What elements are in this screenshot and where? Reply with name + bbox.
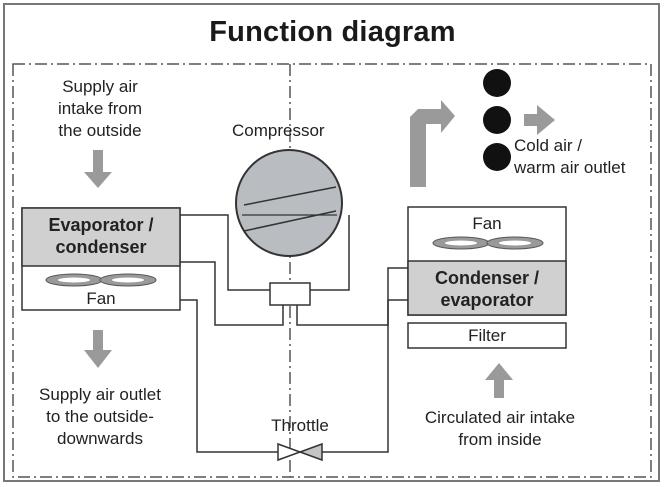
fan-icon [432,236,544,250]
compressor-icon [235,149,343,257]
circulated-air-intake-label: Circulated air intake from inside [424,408,576,449]
filter-box [407,322,567,349]
air-outlet-vent [483,69,511,171]
condenser-evaporator-unit [407,206,567,349]
air-outlet-label: Cold air / warm air outlet [514,136,626,177]
throttle-label: Throttle [271,416,329,435]
arrow-up-right-icon [410,100,455,187]
refrigerant-lines [180,214,408,453]
arrow-right-icon [524,105,555,135]
diagram-title: Function diagram [209,16,456,48]
arrow-up-icon [485,363,513,398]
diagram-frame [3,3,660,482]
supply-air-outlet-label: Supply air outlet to the outside- downwa… [39,385,161,448]
supply-air-intake-label: Supply air intake from the outside [57,77,143,140]
arrow-down-icon [84,330,112,368]
filter-label: Filter [468,326,506,345]
fan-icon [45,273,157,287]
fan-left-label: Fan [86,289,116,308]
condenser-evaporator-label: Condenser / evaporator [434,268,540,310]
fan-right-label: Fan [472,214,502,233]
evaporator-condenser-unit [21,207,181,311]
evaporator-condenser-label: Evaporator / condenser [48,215,154,257]
throttle-icon [277,442,323,462]
arrow-down-icon [84,150,112,188]
boundary-line [12,63,652,478]
four-way-valve [269,282,311,306]
compressor-label: Compressor [232,121,325,140]
